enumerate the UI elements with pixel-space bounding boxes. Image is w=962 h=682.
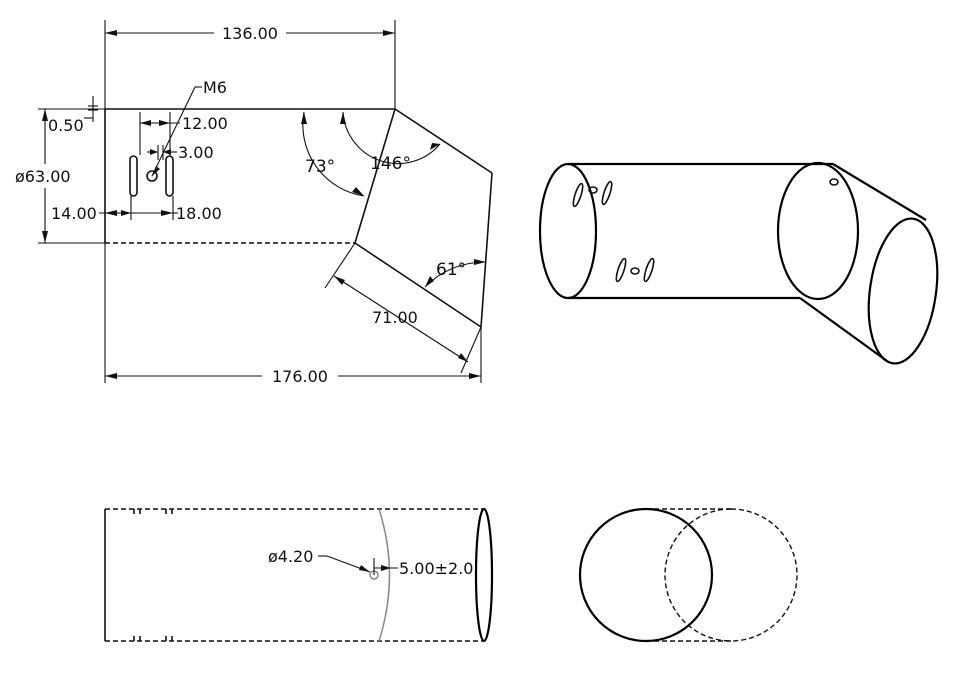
dim-slot-length: 18.00 (176, 204, 222, 223)
angle-outer: 146° (370, 154, 411, 174)
dim-diameter: ø63.00 (15, 167, 71, 186)
thread-callout: M6 (203, 78, 227, 97)
dim-elbow-length: 71.00 (372, 308, 418, 327)
angle-end: 61° (436, 260, 466, 280)
dim-wall: 0.50 (48, 116, 84, 135)
dim-hole-position: 5.00±2.0 (399, 559, 473, 578)
front-view: 136.00 0.50 ø63.00 M6 12.00 (15, 20, 493, 386)
end-view (578, 507, 798, 643)
dim-hole-diameter: ø4.20 (268, 547, 313, 566)
bottom-view: ø4.20 5.00±2.0 (104, 507, 494, 643)
dim-176: 176.00 (272, 367, 328, 386)
slot-right (165, 155, 174, 197)
m6-hole (146, 170, 158, 182)
angle-inner: 73° (305, 157, 335, 177)
dim-slot-from-end: 14.00 (51, 204, 97, 223)
dim-slot-pitch: 12.00 (182, 114, 228, 133)
isometric-view (538, 161, 939, 365)
slot-left (129, 155, 138, 197)
dim-slot-width: 3.00 (178, 143, 214, 162)
dim-136: 136.00 (222, 24, 278, 43)
